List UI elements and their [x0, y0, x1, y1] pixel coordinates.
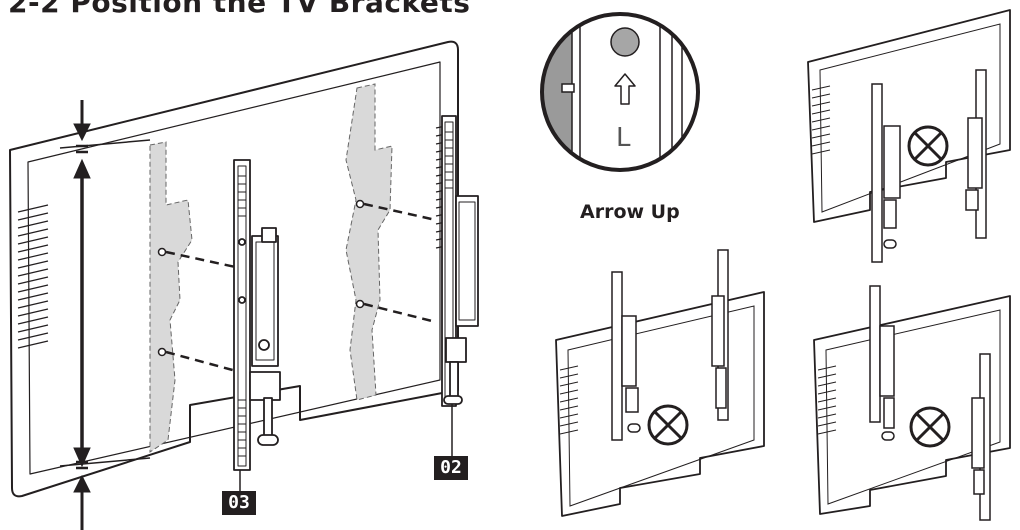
incorrect-x-icon [907, 125, 949, 167]
magnifier-detail: L [540, 12, 700, 172]
incorrect-x-icon [909, 406, 951, 448]
tv-incorrect-2 [555, 249, 765, 517]
bracket-02-teeth [445, 131, 453, 189]
part-tag-02: 02 [434, 456, 468, 480]
incorrect-x-icon [647, 404, 689, 446]
bracket-03 [233, 159, 281, 471]
tv-incorrect-1 [807, 9, 1011, 263]
mounting-holes [157, 199, 365, 357]
alignment-lines [165, 202, 437, 374]
measurement-guide [59, 100, 151, 530]
arrow-up-icon [614, 73, 636, 105]
letter-L: L [616, 123, 631, 153]
part-tag-03: 03 [222, 491, 256, 515]
arrow-up-caption: Arrow Up [580, 201, 680, 223]
bracket-footprint-left [149, 141, 193, 453]
vent-left [17, 204, 49, 349]
bracket-02 [441, 115, 479, 407]
indicator-dot [610, 27, 640, 57]
tv-incorrect-3 [813, 285, 1011, 521]
step-heading: 2-2 Position the TV Brackets [8, 0, 471, 19]
bracket-03-teeth [238, 175, 246, 457]
bracket-footprint-right [345, 83, 393, 401]
